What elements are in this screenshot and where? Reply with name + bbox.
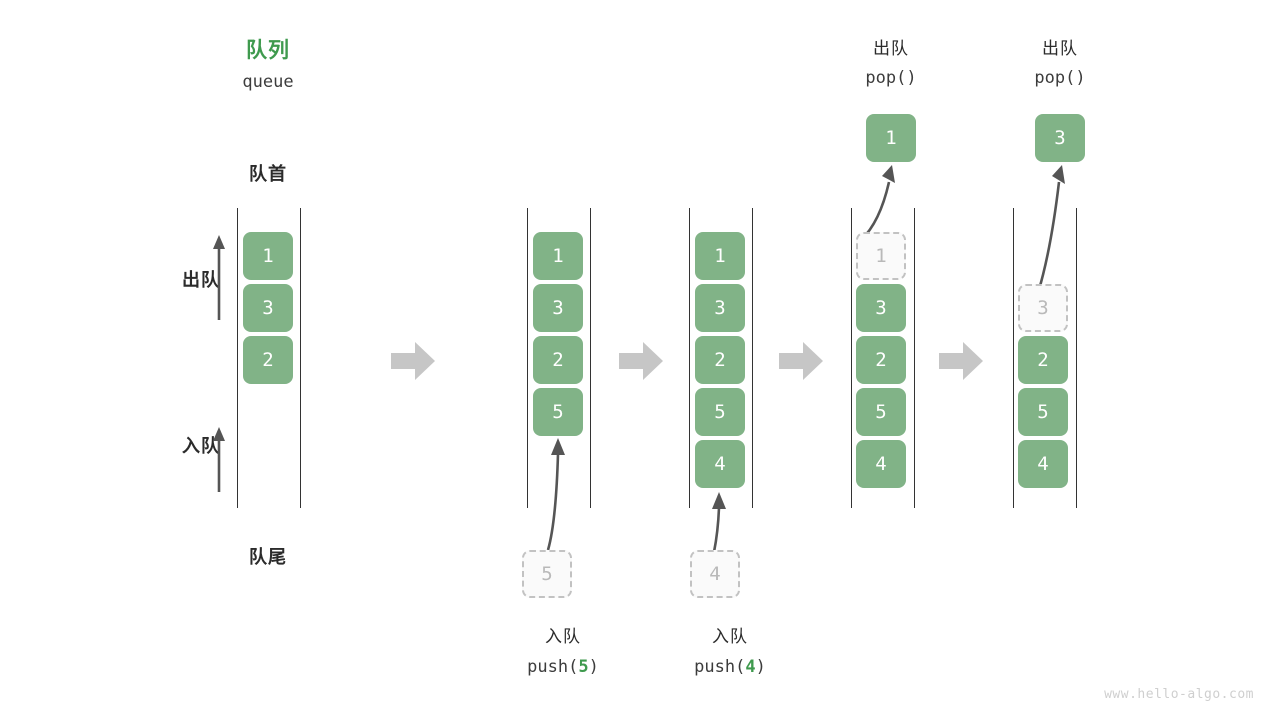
pop-arrow-icon (1036, 165, 1065, 294)
pop3-code-prefix: pop( (1034, 68, 1076, 88)
queue-title-code: queue (242, 72, 294, 92)
push5-caption-code: push(5) (488, 657, 638, 677)
push5-code-prefix: push( (527, 657, 579, 677)
pop3-caption-cn: 出队 (1042, 39, 1078, 59)
push-source-cell: 4 (690, 550, 740, 598)
push4-code-suffix: ) (755, 657, 766, 677)
enqueue-direction-arrow-icon (213, 427, 225, 492)
queue-tail-label: 队尾 (249, 547, 287, 568)
queue-rail-right-pop3 (1076, 208, 1077, 508)
push4-caption-code: push(4) (655, 657, 805, 677)
push-arrow-icon (546, 438, 565, 551)
queue-cell: 1 (243, 232, 293, 280)
queue-title-cn: 队列 (246, 38, 290, 62)
push-arrow-icon (712, 492, 726, 553)
pop1-caption-cn: 出队 (873, 39, 909, 59)
queue-rail-right-initial (300, 208, 301, 508)
push5-caption-cn: 入队 (545, 627, 581, 647)
queue-rail-right-pop1 (914, 208, 915, 508)
queue-rail-right-push4 (752, 208, 753, 508)
queue-cell-ghost: 1 (856, 232, 906, 280)
queue-cell: 2 (243, 336, 293, 384)
push4-code-prefix: push( (694, 657, 746, 677)
push5-code-arg: 5 (578, 657, 589, 677)
queue-rail-right-push5 (590, 208, 591, 508)
watermark: www.hello-algo.com (1104, 687, 1254, 702)
queue-rail-left-push4 (689, 208, 690, 508)
queue-cell: 3 (695, 284, 745, 332)
pop1-code-suffix: ) (906, 68, 917, 88)
push-source-cell: 5 (522, 550, 572, 598)
queue-cell: 1 (695, 232, 745, 280)
queue-cell: 4 (1018, 440, 1068, 488)
step-arrow-icon (619, 342, 663, 380)
push4-caption-cn: 入队 (712, 627, 748, 647)
dequeue-direction-arrow-icon (213, 235, 225, 320)
queue-head-label: 队首 (249, 164, 287, 185)
queue-cell: 5 (533, 388, 583, 436)
queue-cell: 2 (1018, 336, 1068, 384)
popped-cell: 3 (1035, 114, 1085, 162)
queue-cell: 3 (856, 284, 906, 332)
pop1-caption-code: pop() (816, 68, 966, 88)
queue-rail-left-pop3 (1013, 208, 1014, 508)
step-arrow-icon (939, 342, 983, 380)
queue-cell: 4 (856, 440, 906, 488)
queue-cell: 5 (1018, 388, 1068, 436)
queue-cell: 2 (856, 336, 906, 384)
queue-cell-ghost: 3 (1018, 284, 1068, 332)
pop3-code-suffix: ) (1075, 68, 1086, 88)
queue-cell: 2 (695, 336, 745, 384)
pop3-caption-code: pop() (985, 68, 1135, 88)
queue-cell: 5 (856, 388, 906, 436)
popped-cell: 1 (866, 114, 916, 162)
queue-rail-left-initial (237, 208, 238, 508)
pop1-code-prefix: pop( (865, 68, 907, 88)
dequeue-direction-label: 出队 (182, 270, 220, 291)
push4-code-arg: 4 (745, 657, 756, 677)
queue-rail-left-pop1 (851, 208, 852, 508)
push5-code-suffix: ) (588, 657, 599, 677)
queue-rail-left-push5 (527, 208, 528, 508)
step-arrow-icon (391, 342, 435, 380)
queue-cell: 2 (533, 336, 583, 384)
queue-cell: 3 (243, 284, 293, 332)
enqueue-direction-label: 入队 (182, 436, 220, 457)
step-arrow-icon (779, 342, 823, 380)
queue-cell: 5 (695, 388, 745, 436)
queue-cell: 4 (695, 440, 745, 488)
queue-cell: 3 (533, 284, 583, 332)
queue-cell: 1 (533, 232, 583, 280)
